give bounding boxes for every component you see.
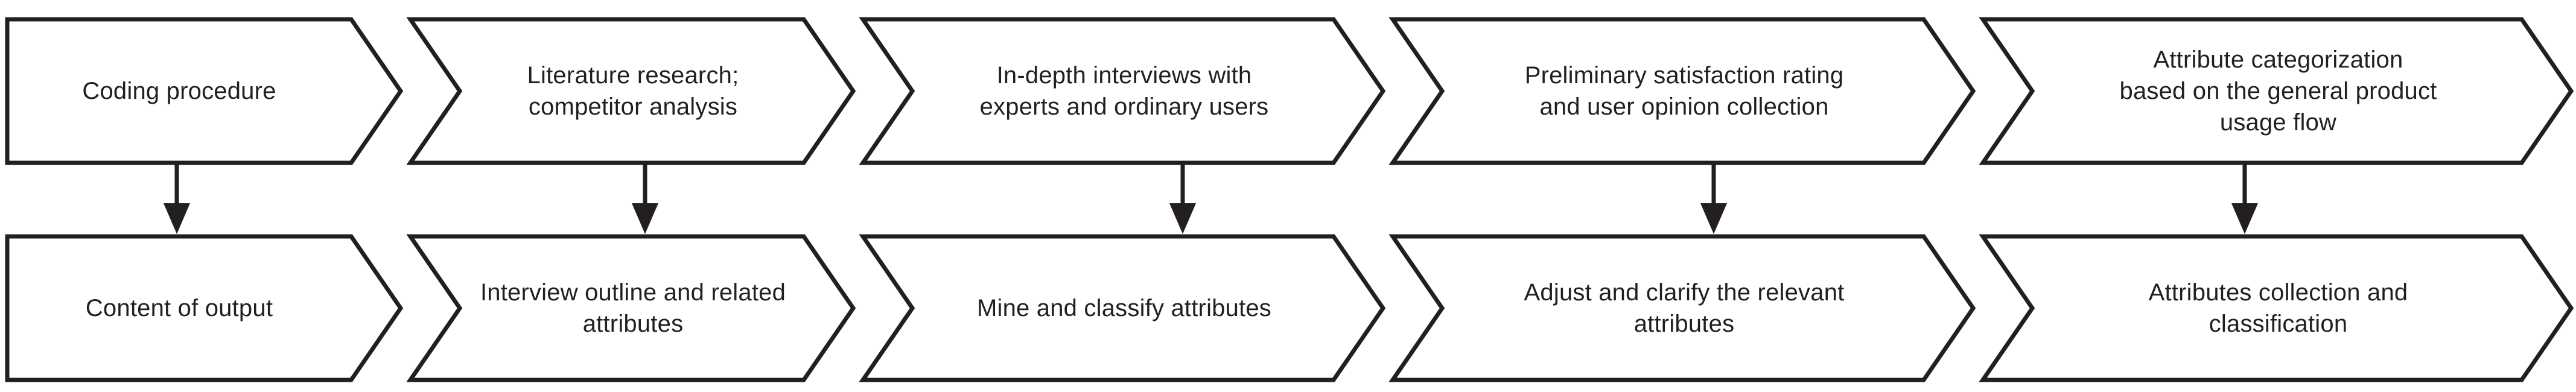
connector-1 <box>164 163 190 234</box>
connector-5 <box>2231 163 2258 234</box>
connector-3 <box>1169 163 1196 234</box>
connector-4 <box>1700 163 1727 234</box>
connector-2 <box>632 163 658 234</box>
